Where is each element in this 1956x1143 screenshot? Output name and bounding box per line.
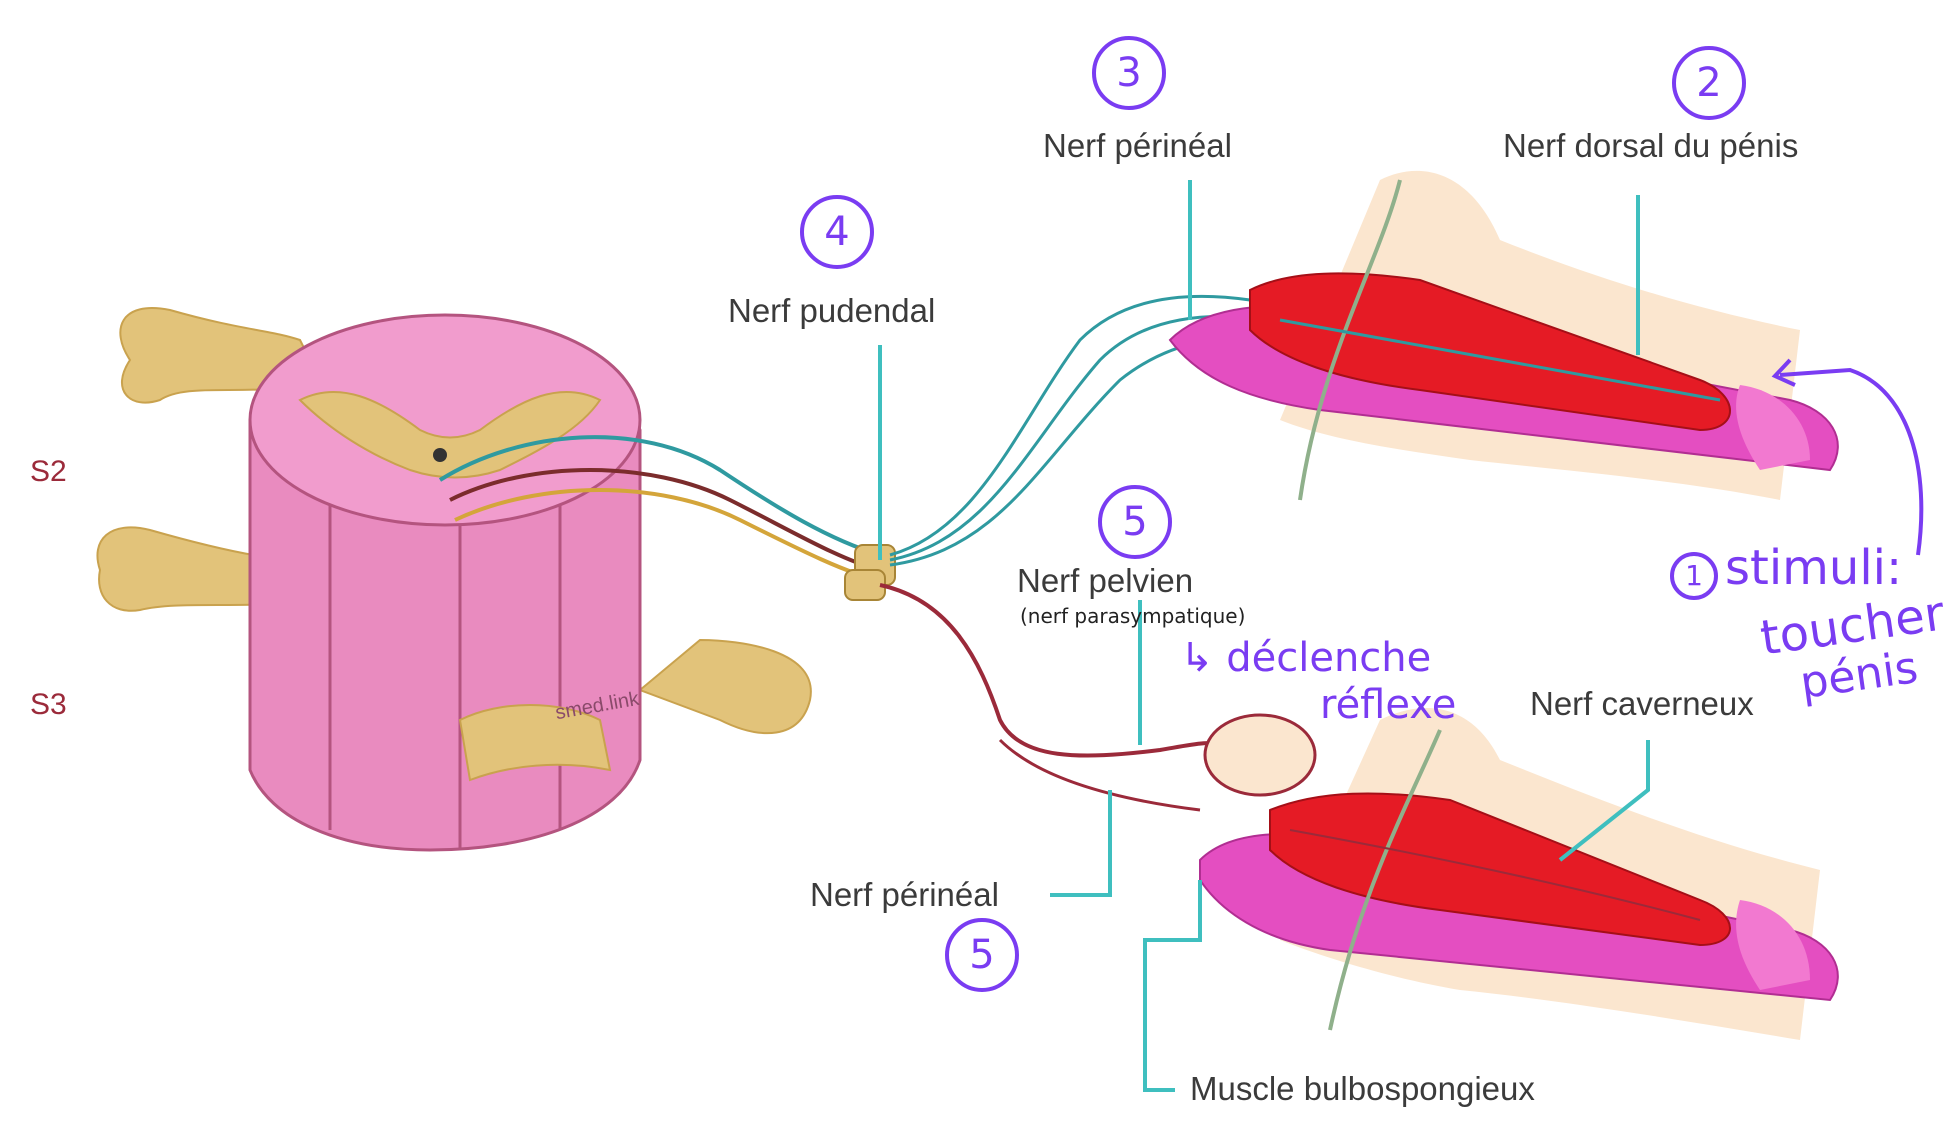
leader-lines [878, 180, 1650, 1092]
lower-penis [1199, 708, 1839, 1040]
annotation-reflexe: réflexe [1320, 682, 1457, 728]
annotation-circle-4: 4 [800, 195, 874, 269]
pelvic-nerve [879, 583, 1317, 812]
leader-perineal-bottom [1050, 790, 1112, 897]
label-nerf-perineal-top: Nerf périnéal [1043, 127, 1232, 164]
pudendal-junction [844, 544, 896, 601]
label-nerf-caverneux: Nerf caverneux [1530, 685, 1754, 722]
stimulus-arrow [1779, 367, 1924, 556]
label-nerf-pelvien: Nerf pelvien [1017, 562, 1194, 599]
segment-s2: S2 [30, 455, 67, 488]
label-nerf-dorsal: Nerf dorsal du pénis [1503, 127, 1799, 164]
annotation-circle-5b: 5 [945, 918, 1019, 992]
arrow-head [1771, 358, 1796, 387]
annotation-circle-3: 3 [1092, 36, 1166, 110]
label-nerf-perineal-bottom: Nerf périnéal [810, 876, 999, 913]
label-nerf-pudendal: Nerf pudendal [728, 292, 936, 329]
segment-s3: S3 [30, 688, 67, 721]
annotation-circle-1: 1 [1670, 552, 1718, 600]
annotation-circle-2: 2 [1672, 46, 1746, 120]
leader-caverneux [1558, 740, 1650, 862]
annotation-declenche: ↳ déclenche [1180, 635, 1432, 681]
upper-penis [1168, 170, 1839, 501]
annotation-parasympatique: (nerf parasympatique) [1020, 604, 1246, 628]
leader-bulbo [1143, 880, 1202, 1092]
annotation-stimuli: stimuli: [1725, 540, 1903, 596]
spinal-cord [96, 307, 881, 852]
label-muscle-bulbospongieux: Muscle bulbospongieux [1190, 1070, 1535, 1107]
annotation-circle-5a: 5 [1098, 485, 1172, 559]
